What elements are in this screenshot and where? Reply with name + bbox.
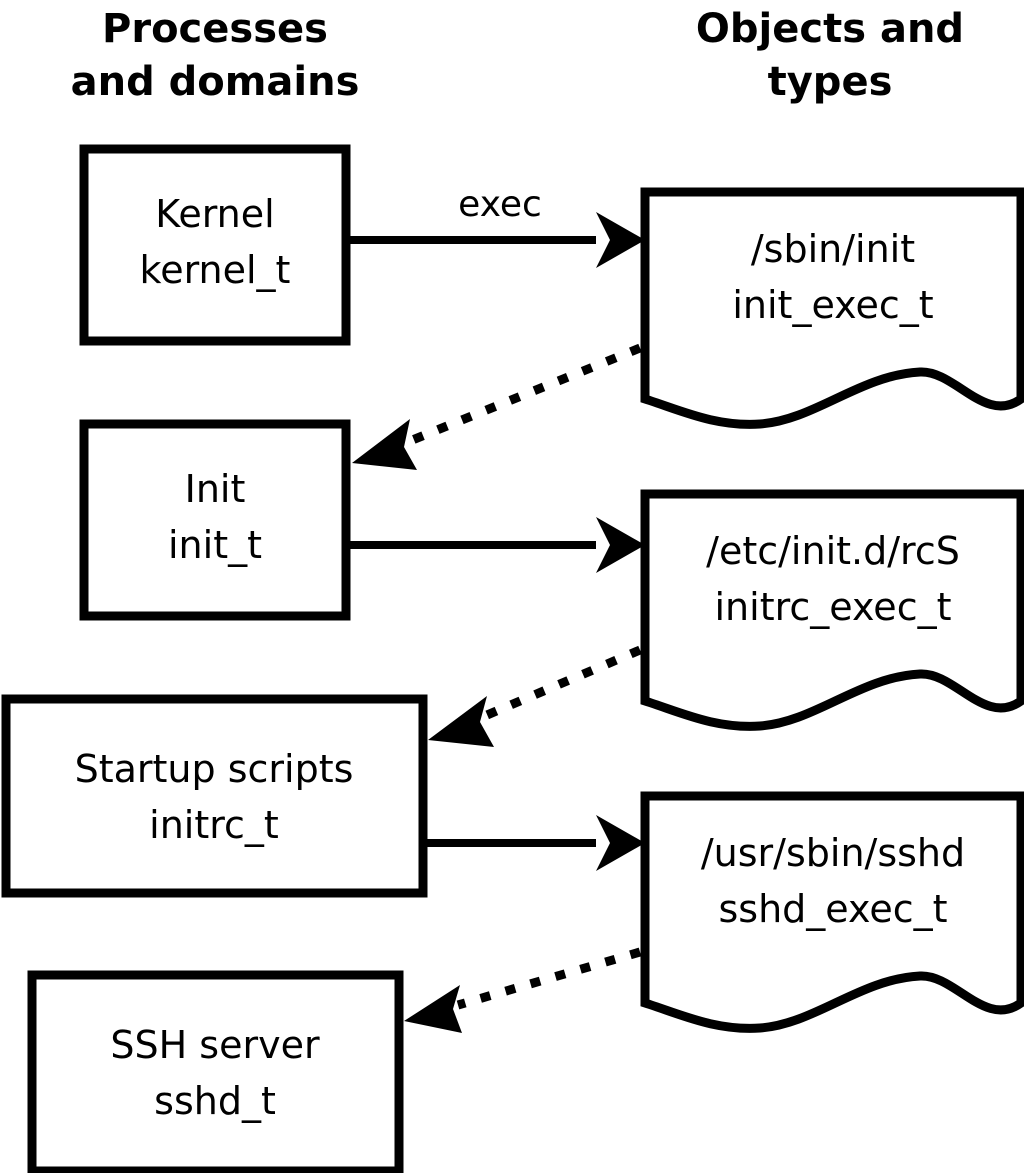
edge-line-initrc_exec-initrc <box>478 645 642 723</box>
node-object-init_exec[interactable]: /sbin/init init_exec_t <box>640 187 1024 429</box>
arrow-head-init-initrc_exec <box>596 517 645 573</box>
edge-init_exec-transition-init <box>352 343 642 470</box>
node-domain-init-name: Init <box>185 467 246 511</box>
node-object-init_exec-path: /sbin/init <box>751 227 915 271</box>
node-domain-kernel-box[interactable] <box>79 144 351 346</box>
column-header-objects-line1: Objects and <box>696 6 964 52</box>
node-object-sshd_exec-type: sshd_exec_t <box>718 887 947 931</box>
arrow-head-init_exec-init <box>352 419 417 470</box>
node-domain-sshd-type: sshd_t <box>154 1079 276 1123</box>
node-domain-initrc-box[interactable] <box>1 694 428 898</box>
node-domain-initrc-type: initrc_t <box>149 803 279 847</box>
node-domain-sshd-box[interactable] <box>27 970 404 1173</box>
node-object-initrc_exec[interactable]: /etc/init.d/rcS initrc_exec_t <box>640 489 1024 731</box>
node-domain-init[interactable]: Init init_t <box>79 419 351 621</box>
node-object-init_exec-type: init_exec_t <box>732 283 933 327</box>
column-header-objects: Objects and types <box>696 6 964 105</box>
edge-label-exec: exec <box>458 184 542 225</box>
edge-line-sshd_exec-sshd <box>456 947 642 1010</box>
node-domain-init-box[interactable] <box>79 419 351 621</box>
edge-sshd_exec-transition-sshd <box>404 947 642 1033</box>
edge-kernel-exec-init_exec: exec <box>350 184 645 268</box>
arrow-head-sshd_exec-sshd <box>404 985 462 1033</box>
node-domain-kernel-name: Kernel <box>155 192 274 236</box>
column-header-objects-line2: types <box>768 59 893 105</box>
node-object-sshd_exec-path: /usr/sbin/sshd <box>701 831 965 875</box>
node-object-initrc_exec-type: initrc_exec_t <box>715 585 952 629</box>
edge-initrc_exec-transition-initrc <box>428 645 642 747</box>
node-object-initrc_exec-path: /etc/init.d/rcS <box>706 529 960 573</box>
arrow-head-initrc_exec-initrc <box>428 696 494 747</box>
node-domain-sshd[interactable]: SSH server sshd_t <box>27 970 404 1173</box>
node-domain-initrc[interactable]: Startup scripts initrc_t <box>1 694 428 898</box>
arrow-head-kernel-init_exec <box>596 212 645 268</box>
column-header-processes: Processes and domains <box>71 6 360 105</box>
node-domain-sshd-name: SSH server <box>110 1023 320 1067</box>
node-domain-kernel[interactable]: Kernel kernel_t <box>79 144 351 346</box>
node-object-sshd_exec[interactable]: /usr/sbin/sshd sshd_exec_t <box>640 791 1024 1033</box>
node-domain-init-type: init_t <box>168 523 262 567</box>
edge-initrc-exec-sshd_exec <box>427 815 645 871</box>
node-object-init_exec-shape[interactable] <box>640 187 1024 429</box>
node-domain-kernel-type: kernel_t <box>140 248 291 292</box>
edge-line-init_exec-init <box>403 343 642 448</box>
node-object-initrc_exec-shape[interactable] <box>640 489 1024 731</box>
edge-init-exec-initrc_exec <box>350 517 645 573</box>
column-header-processes-line2: and domains <box>71 59 360 105</box>
node-domain-initrc-name: Startup scripts <box>75 747 354 791</box>
arrow-head-initrc-sshd_exec <box>596 815 645 871</box>
column-header-processes-line1: Processes <box>102 6 328 52</box>
node-object-sshd_exec-shape[interactable] <box>640 791 1024 1033</box>
